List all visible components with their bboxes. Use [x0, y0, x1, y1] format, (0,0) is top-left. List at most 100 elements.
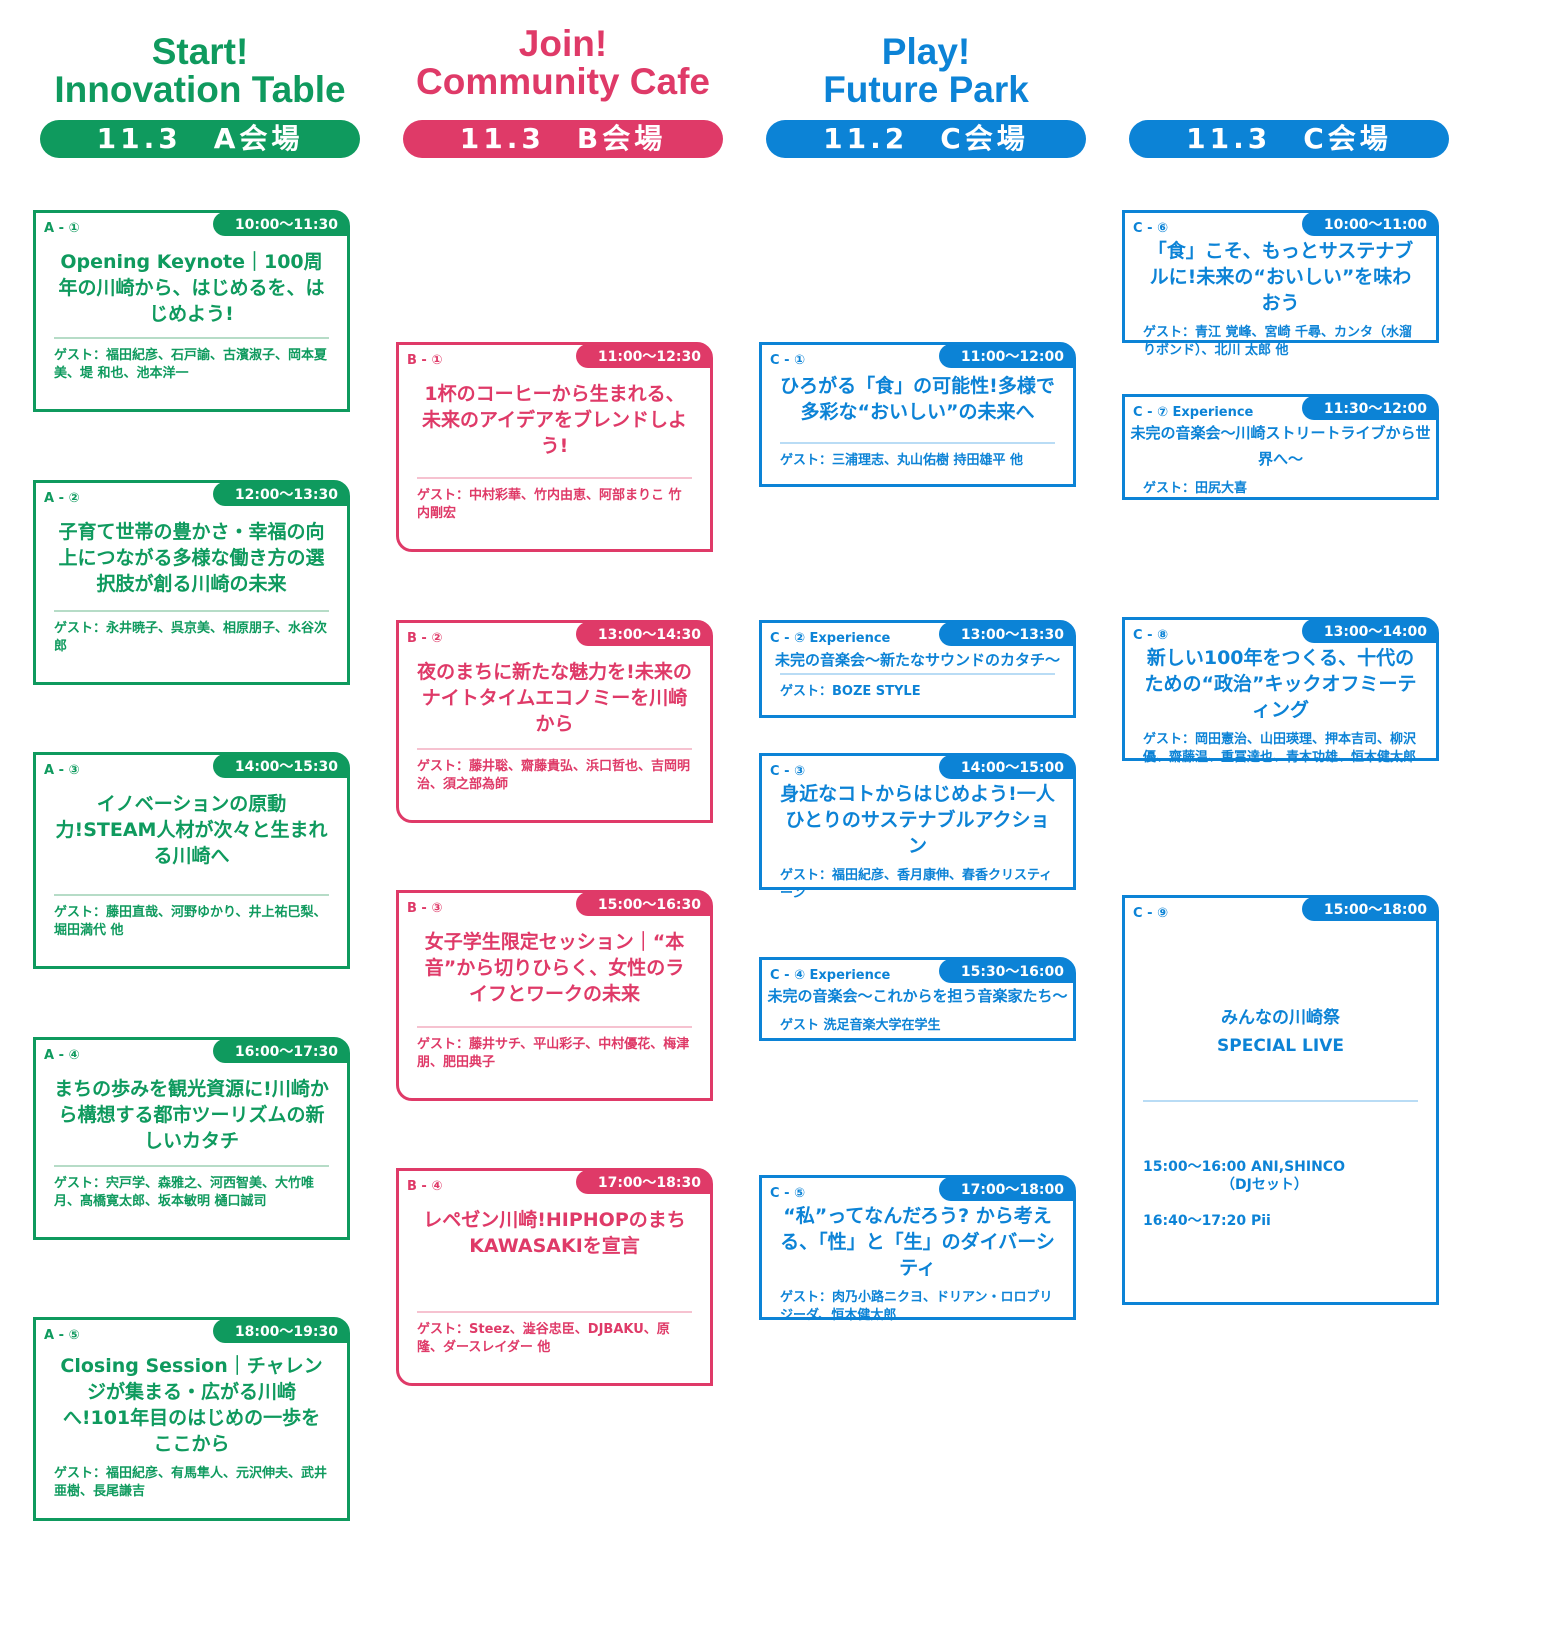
session-title: 未完の音楽会〜これからを担う音楽家たち〜: [767, 987, 1068, 1005]
session-code: C - ③: [770, 764, 805, 779]
time-badge: 13:00〜14:00: [1301, 619, 1437, 643]
session-card-c8[interactable]: C - ⑧ 13:00〜14:00 新しい100年をつくる、十代のための“政治”…: [1122, 617, 1439, 765]
guest-list: ゲスト：福田紀彦、石戸諭、古濱淑子、岡本夏美、堤 和也、池本洋一: [54, 348, 328, 381]
title-line: Community Cafe: [416, 61, 710, 102]
session-code: C - ② Experience: [770, 631, 891, 646]
divider: [417, 1026, 692, 1028]
session-code: A - ②: [44, 491, 80, 506]
time-badge: 14:00〜15:00: [938, 755, 1074, 779]
time-badge: 15:00〜18:00: [1301, 897, 1437, 921]
divider: [54, 337, 329, 339]
title-line: Future Park: [823, 69, 1029, 110]
title-line: SPECIAL LIVE: [1217, 1036, 1344, 1056]
guest-list: ゲスト：藤田直哉、河野ゆかり、井上祐巳梨、堀田満代 他: [54, 905, 327, 938]
session-card-a1[interactable]: A - ① 10:00〜11:30 Opening Keynote｜100周年の…: [33, 210, 350, 412]
time-badge: 17:00〜18:00: [938, 1177, 1074, 1201]
session-card-b3[interactable]: B - ③ 15:00〜16:30 女子学生限定セッション｜“本音”から切りひら…: [396, 890, 713, 1101]
session-title: 女子学生限定セッション｜“本音”から切りひらく、女性のライフとワークの未来: [424, 931, 685, 1005]
session-title: 未完の音楽会〜川崎ストリートライブから世界へ〜: [1130, 424, 1431, 468]
divider: [417, 477, 692, 479]
session-card-a2[interactable]: A - ② 12:00〜13:30 子育て世帯の豊かさ・幸福の向上につながる多様…: [33, 480, 350, 685]
session-card-c5[interactable]: C - ⑤ 17:00〜18:00 “私”ってなんだろう? から考える、「性」と…: [759, 1175, 1076, 1323]
time-badge: 11:00〜12:00: [938, 344, 1074, 368]
divider: [417, 1311, 692, 1313]
guest-list: ゲスト：三浦理志、丸山佑樹 持田雄平 他: [780, 453, 1024, 468]
time-badge: 14:00〜15:30: [212, 754, 348, 778]
session-title: 未完の音楽会〜新たなサウンドのカタチ〜: [774, 651, 1060, 670]
time-badge: 17:00〜18:30: [575, 1170, 711, 1194]
session-title: 1杯のコーヒーから生まれる、未来のアイデアをブレンドしよう!: [421, 383, 688, 457]
session-title: ひろがる「食」の可能性!多様で多彩な“おいしい”の未来へ: [780, 375, 1055, 423]
divider: [54, 894, 329, 896]
session-card-b4[interactable]: B - ④ 17:00〜18:30 レペゼン川崎!HIPHOPのまちKAWASA…: [396, 1168, 713, 1386]
session-card-c7[interactable]: C - ⑦ Experience 11:30〜12:00 未完の音楽会〜川崎スト…: [1122, 394, 1439, 500]
guest-list: ゲスト：福田紀彦、有馬隼人、元沢伸夫、武井亜樹、長尾謙吉: [54, 1466, 328, 1499]
guest-list: ゲスト：BOZE STYLE: [780, 684, 921, 699]
session-card-c4[interactable]: C - ④ Experience 15:30〜16:00 未完の音楽会〜これから…: [759, 957, 1076, 1041]
time-badge: 11:30〜12:00: [1301, 396, 1437, 420]
session-code: C - ⑧: [1133, 628, 1168, 643]
session-card-c2[interactable]: C - ② Experience 13:00〜13:30 未完の音楽会〜新たなサ…: [759, 620, 1076, 718]
time-badge: 11:00〜12:30: [575, 344, 711, 368]
session-title: まちの歩みを観光資源に!川崎から構想する都市ツーリズムの新しいカタチ: [54, 1078, 329, 1152]
session-card-a5[interactable]: A - ⑤ 18:00〜19:30 Closing Session｜チャレンジが…: [33, 1317, 350, 1521]
session-code: B - ②: [407, 631, 443, 646]
time-badge: 15:30〜16:00: [938, 959, 1074, 983]
session-title: Opening Keynote｜100周年の川崎から、はじめるを、はじめよう!: [58, 251, 325, 325]
session-code: C - ①: [770, 353, 805, 368]
session-title: 身近なコトからはじめよう!一人ひとりのサステナブルアクション: [780, 783, 1055, 857]
guest-list: ゲスト：中村彩華、竹内由恵、阿部まりこ 竹内剛宏: [417, 488, 682, 521]
time-badge: 16:00〜17:30: [212, 1039, 348, 1063]
session-code: B - ④: [407, 1179, 443, 1194]
title-line: Innovation Table: [54, 69, 346, 110]
venue-c-title: Play!Future Park: [761, 33, 1091, 109]
time-badge: 10:00〜11:00: [1301, 212, 1437, 236]
title-line: Start!: [151, 31, 249, 72]
session-title: Closing Session｜チャレンジが集まる・広がる川崎へ!101年目のは…: [60, 1355, 323, 1455]
guest-list: ゲスト：田尻大喜: [1143, 481, 1248, 496]
session-title: 「食」こそ、もっとサステナブルに!未来の“おいしい”を味わおう: [1147, 240, 1414, 314]
guest-list: ゲスト：青江 覚峰、宮崎 千尋、カンタ（水溜りボンド）、北川 太郎 他: [1143, 325, 1413, 358]
guest-list: ゲスト：藤井聡、齋藤貴弘、浜口哲也、吉岡明治、須之部為師: [417, 759, 691, 792]
session-card-b1[interactable]: B - ① 11:00〜12:30 1杯のコーヒーから生まれる、未来のアイデアを…: [396, 342, 713, 552]
divider: [54, 610, 329, 612]
session-card-b2[interactable]: B - ② 13:00〜14:30 夜のまちに新たな魅力を!未来のナイトタイムエ…: [396, 620, 713, 823]
guest-list: ゲスト：藤井サチ、平山彩子、中村優花、梅津朋、肥田典子: [417, 1037, 690, 1070]
session-title: レペゼン川崎!HIPHOPのまちKAWASAKIを宣言: [423, 1209, 686, 1257]
session-code: B - ①: [407, 353, 443, 368]
divider: [780, 442, 1055, 444]
guest-list: ゲスト：福田紀彦、香月康伸、春香クリスティーン: [780, 868, 1053, 901]
time-badge: 13:00〜14:30: [575, 622, 711, 646]
session-card-a3[interactable]: A - ③ 14:00〜15:30 イノベーションの原動力!STEAM人材が次々…: [33, 752, 350, 969]
session-title: イノベーションの原動力!STEAM人材が次々と生まれる川崎へ: [55, 793, 328, 867]
session-code: A - ④: [44, 1048, 80, 1063]
session-card-c3[interactable]: C - ③ 14:00〜15:00 身近なコトからはじめよう!一人ひとりのサステ…: [759, 753, 1076, 901]
session-code: C - ④ Experience: [770, 968, 891, 983]
divider: [417, 748, 692, 750]
venue-a-date-pill: 11.3 A会場: [40, 120, 360, 158]
session-code: C - ⑥: [1133, 221, 1168, 236]
session-code: A - ①: [44, 221, 80, 236]
venue-b-title: Join!Community Cafe: [398, 25, 728, 101]
divider: [1143, 1100, 1418, 1102]
session-code: C - ⑤: [770, 1186, 805, 1201]
guest-list: ゲスト：宍戸学、森雅之、河西智美、大竹唯月、髙橋寛太郎、坂本敏明 樋口誠司: [54, 1176, 315, 1209]
session-card-c6[interactable]: C - ⑥ 10:00〜11:00 「食」こそ、もっとサステナブルに!未来の“お…: [1122, 210, 1439, 358]
live-slot: 15:00〜16:00 ANI,SHINCO （DJセット）: [1143, 1159, 1345, 1193]
session-card-a4[interactable]: A - ④ 16:00〜17:30 まちの歩みを観光資源に!川崎から構想する都市…: [33, 1037, 350, 1240]
guest-list: ゲスト 洗足音楽大学在学生: [780, 1018, 941, 1033]
session-title: 新しい100年をつくる、十代のための“政治”キックオフミーティング: [1144, 647, 1417, 721]
guest-list: ゲスト：岡田憲治、山田瑛理、押本吉司、柳沢優、齋藤温、重冨達也、青木功雄、恒木健…: [1143, 732, 1417, 765]
session-title: “私”ってなんだろう? から考える、「性」と「生」のダイバーシティ: [780, 1205, 1055, 1279]
session-code: A - ⑤: [44, 1328, 80, 1343]
session-card-c1[interactable]: C - ① 11:00〜12:00 ひろがる「食」の可能性!多様で多彩な“おいし…: [759, 342, 1076, 487]
session-code: C - ⑨: [1133, 906, 1168, 921]
live-schedule: 15:00〜16:00 ANI,SHINCO （DJセット）16:40〜17:2…: [1143, 1158, 1418, 1248]
time-badge: 10:00〜11:30: [212, 212, 348, 236]
session-code: C - ⑦ Experience: [1133, 405, 1254, 420]
time-badge: 18:00〜19:30: [212, 1319, 348, 1343]
venue-b-date-pill: 11.3 B会場: [403, 120, 723, 158]
venue-c-1103-date-pill: 11.3 C会場: [1129, 120, 1449, 158]
